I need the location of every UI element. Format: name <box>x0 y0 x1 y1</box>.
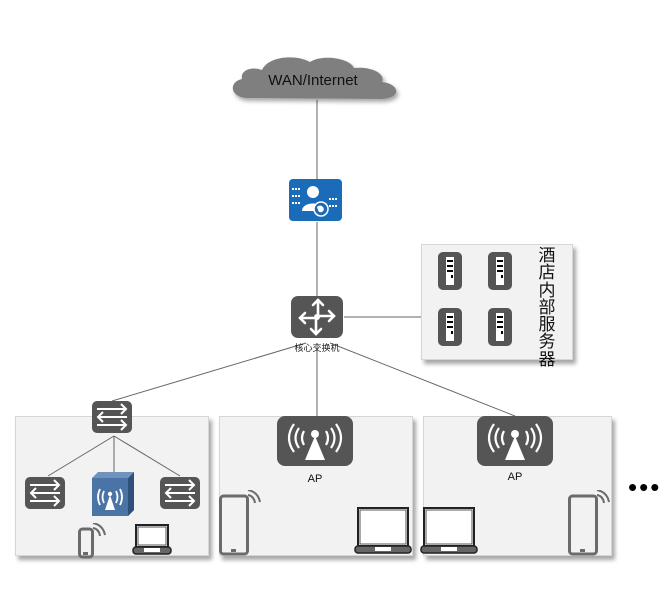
access-switch[interactable] <box>160 477 200 509</box>
access-point[interactable] <box>477 416 553 466</box>
server[interactable] <box>488 308 512 346</box>
wireless-signal-icon <box>287 423 343 460</box>
access-point[interactable] <box>277 416 353 466</box>
server[interactable] <box>438 252 462 290</box>
link-core-switch-group <box>111 342 307 402</box>
access-switch[interactable] <box>25 477 65 509</box>
user-gateway-icon[interactable] <box>289 179 342 221</box>
server-icon <box>496 257 504 285</box>
laptop-icon[interactable] <box>420 507 478 555</box>
tablet-icon[interactable] <box>219 490 263 556</box>
cloud-icon <box>232 57 397 99</box>
server[interactable] <box>488 252 512 290</box>
laptop-icon[interactable] <box>354 507 412 555</box>
tablet-icon[interactable] <box>78 523 108 559</box>
server-icon <box>446 257 454 285</box>
core-switch-icon <box>298 298 336 336</box>
server-panel-label: 酒店内部服务器 <box>538 246 556 370</box>
access-switch[interactable] <box>92 401 132 433</box>
server-icon <box>496 313 504 341</box>
switch-icon <box>164 479 196 507</box>
server-icon <box>446 313 454 341</box>
switch-icon <box>96 403 128 431</box>
switch-icon <box>29 479 61 507</box>
server[interactable] <box>438 308 462 346</box>
tablet-icon[interactable] <box>568 490 612 556</box>
core-switch[interactable] <box>291 296 343 338</box>
internet-label: WAN/Internet <box>268 72 358 89</box>
ap-label: AP <box>307 473 323 485</box>
laptop-icon[interactable] <box>132 524 172 556</box>
more-indicator: ••• <box>628 472 662 502</box>
link-core-ap2 <box>329 342 516 417</box>
ap-label: AP <box>507 471 523 483</box>
wireless-ap-icon[interactable] <box>92 472 136 518</box>
core-switch-label: 核心交换机 <box>294 343 340 353</box>
wireless-signal-icon <box>487 423 543 460</box>
